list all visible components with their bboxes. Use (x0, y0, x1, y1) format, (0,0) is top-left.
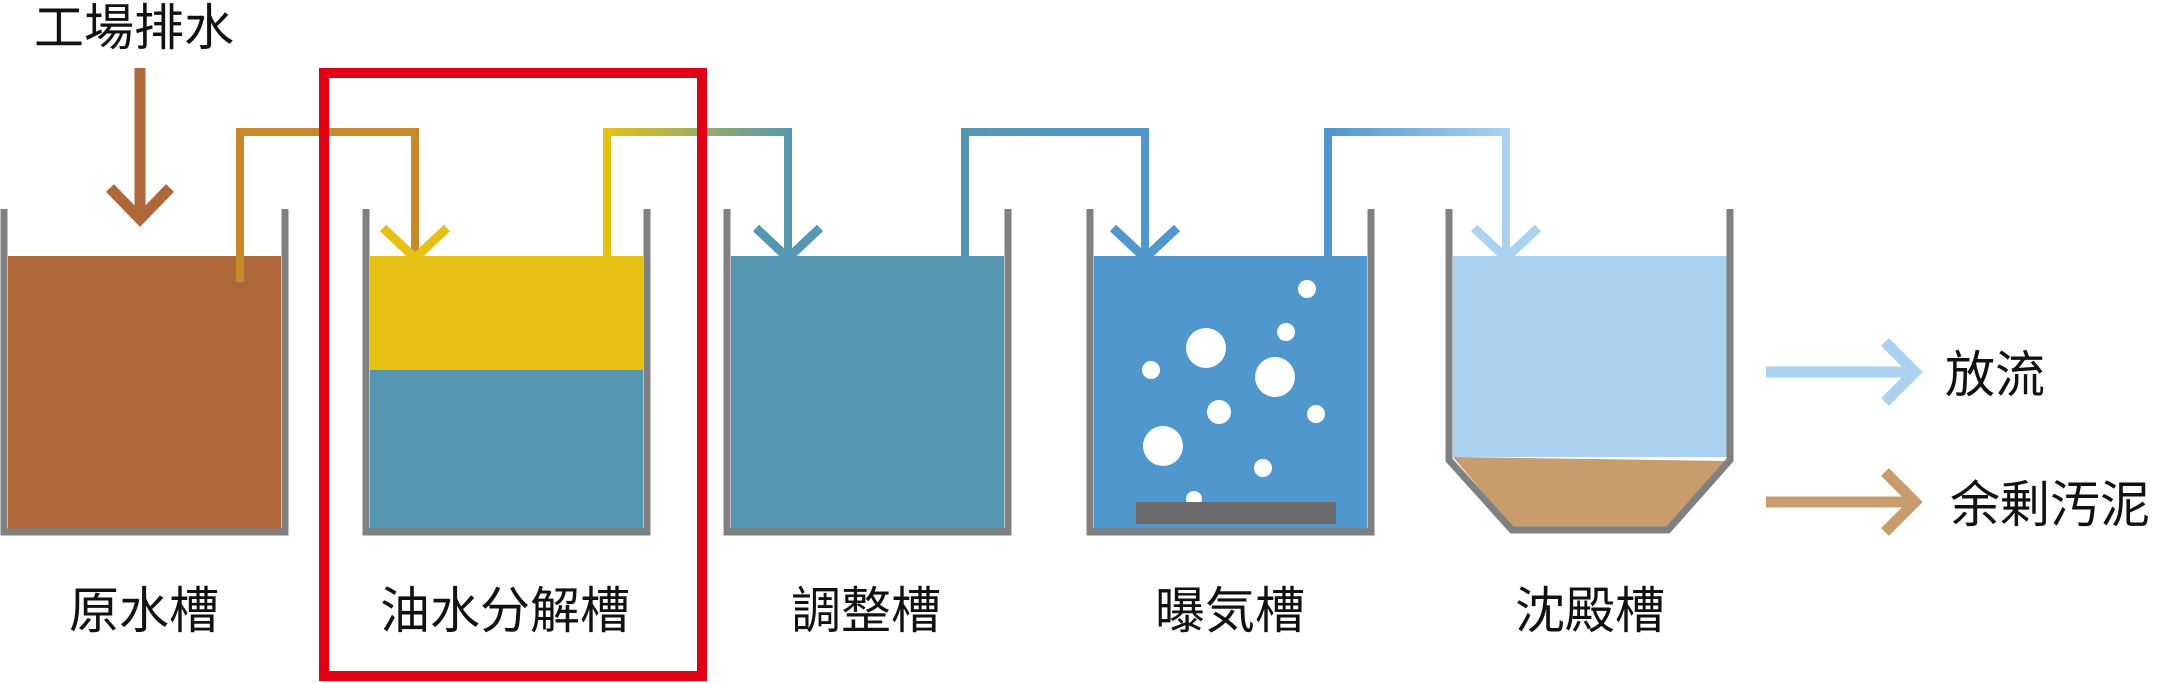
aeration-diffuser (1136, 502, 1336, 524)
input-label: 工場排水 (34, 0, 234, 57)
tank-sedimentation-liquid (1453, 256, 1727, 457)
tank-raw-water-wall (0, 209, 289, 536)
tank-aeration-liquid (1094, 256, 1367, 530)
tank-adjustment (723, 209, 1012, 536)
aeration-bubbles (1142, 280, 1325, 507)
output-discharge-arrow (1766, 338, 1923, 406)
bubble (1255, 357, 1295, 397)
output-label-sludge: 余剰汚泥 (1950, 476, 2150, 534)
bubble (1142, 361, 1160, 379)
tank-adjustment-liquid (731, 256, 1004, 530)
tank-raw-water (0, 209, 289, 536)
output-label-discharge: 放流 (1945, 346, 2045, 404)
tank-sedimentation-sludge (1453, 457, 1727, 528)
tank-aeration (1086, 209, 1375, 536)
tank-label-aeration: 曝気槽 (1155, 582, 1305, 640)
tank-sedimentation-wall (1445, 209, 1734, 534)
bubble (1254, 459, 1272, 477)
tank-aeration-wall (1086, 209, 1375, 536)
bubble (1186, 328, 1226, 368)
pipe-aeration-to-sedimentation (1324, 128, 1542, 265)
bubble (1143, 426, 1183, 466)
highlight-box (319, 68, 707, 681)
bubble (1207, 400, 1231, 424)
output-sludge-arrow (1766, 468, 1923, 536)
pipe-adjustment-to-aeration (961, 128, 1181, 282)
tank-label-raw-water: 原水槽 (69, 582, 219, 640)
tank-adjustment-wall (723, 209, 1012, 536)
tank-label-oil-water-separation: 油水分解槽 (380, 582, 630, 640)
tank-label-sedimentation: 沈殿槽 (1515, 582, 1665, 640)
bubble (1298, 280, 1316, 298)
tank-oil-water-separation (362, 209, 651, 536)
pipe-separation-to-adjustment (603, 128, 824, 265)
bubble (1277, 323, 1295, 341)
bubble (1307, 405, 1325, 423)
tank-oil-layer (370, 256, 643, 370)
input-arrow (106, 68, 174, 227)
tank-oil-water-liquid (370, 370, 643, 530)
tank-raw-water-liquid (8, 256, 281, 530)
tank-sedimentation (1445, 209, 1734, 534)
tank-label-adjustment: 調整槽 (791, 582, 941, 640)
tank-oil-water-wall (362, 209, 651, 536)
